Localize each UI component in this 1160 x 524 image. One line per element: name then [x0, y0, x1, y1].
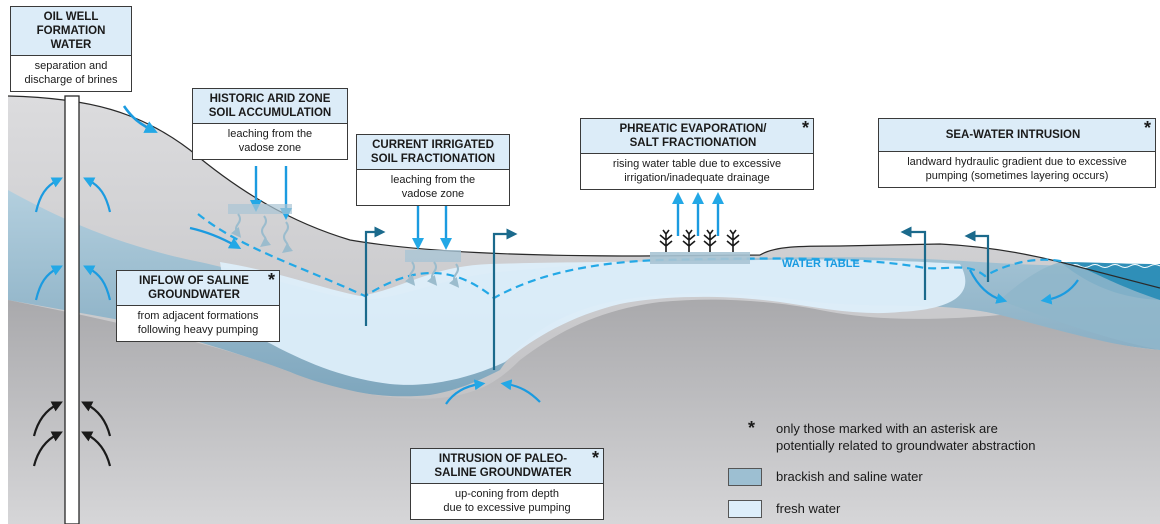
title-line: SALT FRACTIONATION [629, 137, 757, 149]
historic-leaching-arrows [230, 213, 294, 254]
title-line: HISTORIC ARID ZONE [209, 93, 331, 105]
irrigated-soil-band [405, 250, 461, 262]
body-line: leaching from the [390, 174, 476, 186]
title-line: OIL WELL [43, 11, 99, 23]
body-line: due to excessive pumping [443, 502, 571, 514]
box-body: separation and discharge of brines [11, 56, 131, 91]
box-title: PHREATIC EVAPORATION/ SALT FRACTIONATION… [581, 119, 813, 154]
title-line: FORMATION WATER [36, 25, 106, 51]
title-line: SEA-WATER INTRUSION [945, 129, 1081, 141]
box-body: rising water table due to excessive irri… [581, 154, 813, 189]
fresh-water-zone [220, 259, 966, 385]
historic-soil-band [228, 204, 292, 214]
body-line: following heavy pumping [137, 324, 259, 336]
legend-swatch-saline [728, 468, 762, 486]
legend-label-saline: brackish and saline water [776, 469, 923, 484]
pumping-wells [364, 226, 990, 370]
water-table-line [197, 213, 1066, 300]
deep-formation [8, 299, 1160, 524]
historic-side-arrow [189, 226, 242, 249]
oil-well-pipe [64, 95, 80, 524]
sea-water-intrusion-box: SEA-WATER INTRUSION * landward hydraulic… [878, 118, 1156, 188]
legend-note-text: only those marked with an asterisk are p… [776, 420, 1156, 454]
body-line: landward hydraulic gradient due to exces… [907, 156, 1127, 168]
body-line: up-coning from depth [455, 488, 559, 500]
asterisk-marker: * [591, 448, 599, 468]
asterisk-marker: * [801, 118, 809, 138]
legend-asterisk: * [748, 418, 756, 438]
box-body: landward hydraulic gradient due to exces… [879, 152, 1155, 187]
title-line: PHREATIC EVAPORATION/ [619, 123, 767, 135]
legend-note-line: only those marked with an asterisk are [776, 421, 998, 436]
body-line: vadose zone [238, 142, 302, 154]
title-line: INFLOW OF SALINE [139, 275, 249, 287]
sea-saline-wedge [1000, 262, 1160, 350]
box-title: INTRUSION OF PALEO- SALINE GROUNDWATER * [411, 449, 603, 484]
body-line: separation and [34, 60, 108, 72]
box-title: HISTORIC ARID ZONE SOIL ACCUMULATION [193, 89, 347, 124]
box-title: INFLOW OF SALINE GROUNDWATER * [117, 271, 279, 306]
well-base-arrows [32, 401, 112, 467]
box-title: OIL WELL FORMATION WATER [11, 7, 131, 56]
paleo-saline-box: INTRUSION OF PALEO- SALINE GROUNDWATER *… [410, 448, 604, 520]
irrigated-leaching-arrows [404, 261, 460, 288]
box-title: SEA-WATER INTRUSION * [879, 119, 1155, 152]
title-line: CURRENT IRRIGATED [372, 139, 494, 151]
current-irrigated-box: CURRENT IRRIGATED SOIL FRACTIONATION lea… [356, 134, 510, 206]
well-inflow-arrow [122, 105, 158, 133]
body-line: pumping (sometimes layering occurs) [925, 170, 1109, 182]
phreatic-band [650, 252, 750, 264]
asterisk-marker: * [267, 270, 275, 290]
body-line: vadose zone [401, 188, 465, 200]
body-line: irrigation/inadequate drainage [624, 172, 770, 184]
title-line: SALINE GROUNDWATER [434, 467, 572, 479]
legend-note-line: potentially related to groundwater abstr… [776, 438, 1036, 453]
historic-arid-box: HISTORIC ARID ZONE SOIL ACCUMULATION lea… [192, 88, 348, 160]
oil-well-box: OIL WELL FORMATION WATER separation and … [10, 6, 132, 92]
current-irrigated-arrows [412, 206, 452, 250]
box-body: up-coning from depth due to excessive pu… [411, 484, 603, 519]
phreatic-evaporation-box: PHREATIC EVAPORATION/ SALT FRACTIONATION… [580, 118, 814, 190]
well-upward-arrows-light [34, 177, 112, 301]
crop-plants-icon [659, 229, 740, 252]
body-line: from adjacent formations [137, 310, 259, 322]
title-line: SOIL ACCUMULATION [208, 107, 332, 119]
asterisk-marker: * [1143, 118, 1151, 138]
box-body: leaching from the vadose zone [193, 124, 347, 159]
inflow-saline-box: INFLOW OF SALINE GROUNDWATER * from adja… [116, 270, 280, 342]
body-line: discharge of brines [24, 74, 118, 86]
title-line: SOIL FRACTIONATION [370, 153, 496, 165]
sea-waves [1069, 264, 1160, 268]
title-line: INTRUSION OF PALEO- [438, 453, 568, 465]
paleo-upconing-arrows [445, 379, 541, 405]
water-table-label: WATER TABLE [782, 258, 860, 270]
legend-swatch-fresh [728, 500, 762, 518]
legend-label-fresh: fresh water [776, 501, 841, 516]
box-title: CURRENT IRRIGATED SOIL FRACTIONATION [357, 135, 509, 170]
sea-intrusion-arrows [969, 269, 1079, 305]
title-line: GROUNDWATER [148, 289, 240, 301]
box-body: from adjacent formations following heavy… [117, 306, 279, 341]
box-body: leaching from the vadose zone [357, 170, 509, 205]
body-line: leaching from the [227, 128, 313, 140]
body-line: rising water table due to excessive [612, 158, 782, 170]
evaporation-arrows [672, 192, 724, 236]
